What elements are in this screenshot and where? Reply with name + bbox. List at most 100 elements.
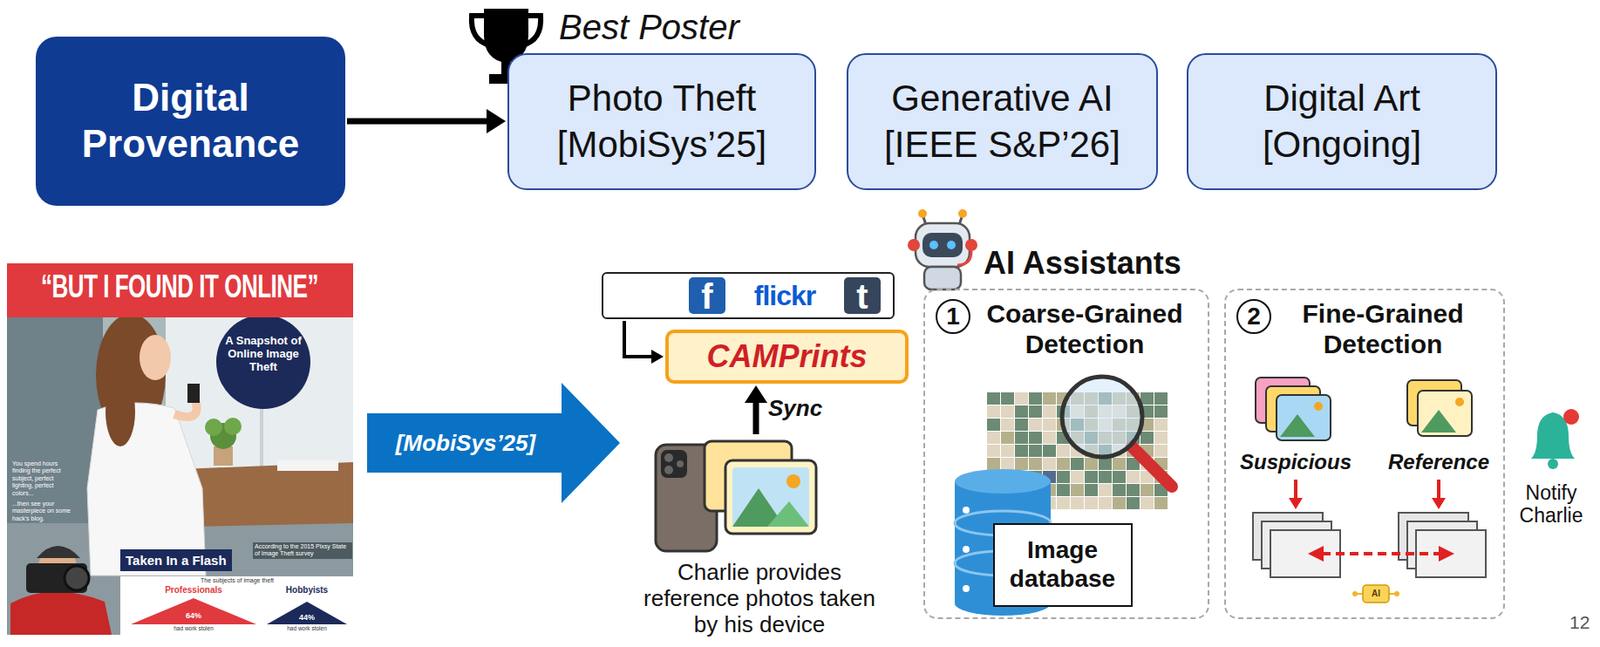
poster-illustration: [130, 598, 257, 625]
poster-illustration: [6, 263, 354, 635]
suspicious-images: [1280, 414, 1315, 437]
image-mosaic: [1014, 405, 1029, 418]
poster-illustration: [120, 576, 354, 635]
image-mosaic: [1140, 392, 1154, 405]
robot-icon: [924, 266, 961, 290]
notify-label: Notify Charlie: [1507, 481, 1595, 528]
image-mosaic: [1140, 497, 1154, 510]
poster-text: A Snapshot of Online Image Theft: [224, 334, 302, 375]
image-mosaic: [1140, 483, 1154, 497]
robot-icon: [946, 240, 956, 250]
phone-icon: [664, 465, 674, 475]
topic-title: Digital Art: [1263, 75, 1421, 123]
image-mosaic: [987, 405, 1001, 418]
poster-illustration: [139, 334, 171, 381]
image-mosaic: [1154, 392, 1168, 405]
panel-title: Fine-Grained Detection: [1271, 299, 1495, 360]
poster-headline: “BUT I FOUND IT ONLINE”: [40, 268, 319, 307]
phone-icon: [664, 453, 674, 463]
bell-icon: [1531, 408, 1580, 470]
stage-panel: 1Coarse-Grained DetectionImage database: [923, 288, 1210, 620]
image-mosaic: [1098, 470, 1112, 484]
page-number: 12: [1569, 612, 1590, 634]
robot-icon: [958, 209, 967, 218]
robot-icon: [957, 251, 972, 266]
image-mosaic: [1098, 497, 1112, 510]
image-mosaic: [1000, 431, 1015, 444]
edge-label: Sync: [768, 395, 823, 423]
image-mosaic: [1154, 444, 1168, 457]
down-arrow: [1288, 497, 1303, 510]
database-icon: [962, 585, 970, 593]
image-mosaic: [1070, 457, 1084, 470]
image-mosaic: [1028, 431, 1042, 444]
image-mosaic: [1070, 483, 1084, 497]
image-mosaic: [1084, 497, 1098, 510]
poster-illustration: [187, 383, 200, 403]
down-arrow: [1436, 479, 1441, 499]
robot-icon: [965, 238, 978, 252]
compare-arrow: [1307, 545, 1455, 562]
image-mosaic: [1056, 483, 1070, 497]
image-mosaic: [1112, 457, 1126, 470]
image-mosaic: [1070, 470, 1084, 484]
image-mosaic: [1000, 457, 1015, 470]
chevron-arrow: [MobiSys’25]: [367, 382, 620, 504]
down-arrow: [1431, 497, 1446, 510]
venue-tag: [IEEE S&P’26]: [884, 122, 1121, 169]
device-group: Charlie provides reference photos taken …: [641, 435, 878, 642]
reference-images: [1455, 397, 1464, 407]
image-mosaic: [1014, 457, 1029, 470]
image-label: Suspicious: [1239, 449, 1352, 475]
connector: [347, 108, 506, 134]
robot-icon: [929, 240, 939, 250]
image-mosaic: [1014, 418, 1029, 431]
connector-line: [347, 118, 491, 125]
image-mosaic: [1000, 418, 1015, 431]
robot-icon: [918, 209, 927, 218]
image-mosaic: [1112, 497, 1126, 510]
bell-icon: [1547, 458, 1559, 470]
image-mosaic: [1000, 405, 1015, 418]
compare-arrow: [1307, 545, 1324, 562]
image-mosaic: [1126, 497, 1140, 510]
compare-arrow: [1438, 545, 1455, 562]
image-mosaic: [1028, 444, 1042, 457]
image-mosaic: [1028, 405, 1042, 418]
image-mosaic: [1154, 405, 1168, 418]
photo-icon: [704, 441, 817, 534]
photo-icon: [786, 474, 801, 489]
poster-illustration: [6, 263, 354, 635]
poster-text: The subjects of image theft: [200, 577, 274, 585]
image-mosaic: [1000, 444, 1015, 457]
ai-chip: [1362, 585, 1389, 603]
image-mosaic: [1028, 418, 1042, 431]
image-mosaic: [1056, 497, 1070, 510]
compare-arrow: [1321, 551, 1441, 556]
image-mosaic: [987, 392, 1001, 405]
magnifier-icon: [1131, 446, 1172, 487]
poster-illustration: [6, 263, 354, 318]
database-icon: [962, 506, 970, 514]
panel-title: Coarse-Grained Detection: [970, 299, 1199, 360]
arrow-head: [651, 349, 664, 364]
arrow-head: [486, 108, 506, 134]
poster-illustration: [224, 417, 242, 436]
down-arrow: [1288, 479, 1446, 510]
step-number: 2: [1236, 299, 1272, 334]
phone-icon: [676, 460, 684, 468]
suspicious-images: [1314, 401, 1323, 411]
venue-tag: [MobiSys’25]: [395, 429, 536, 457]
photo-icon: [767, 501, 810, 527]
photo-icon: [725, 460, 817, 534]
topic-box: Photo Theft[MobiSys’25]: [507, 53, 817, 191]
image-mosaic: [1028, 457, 1042, 470]
chevron-shape: [367, 382, 620, 504]
magnifier-icon: [1062, 376, 1172, 487]
image-mosaic: [1112, 470, 1126, 484]
robot-icon: [922, 232, 963, 258]
group-heading: AI Assistants: [983, 245, 1182, 281]
trophy-icon: [522, 15, 541, 46]
image-mosaic: [1056, 457, 1070, 470]
image-mosaic: [1154, 497, 1168, 510]
